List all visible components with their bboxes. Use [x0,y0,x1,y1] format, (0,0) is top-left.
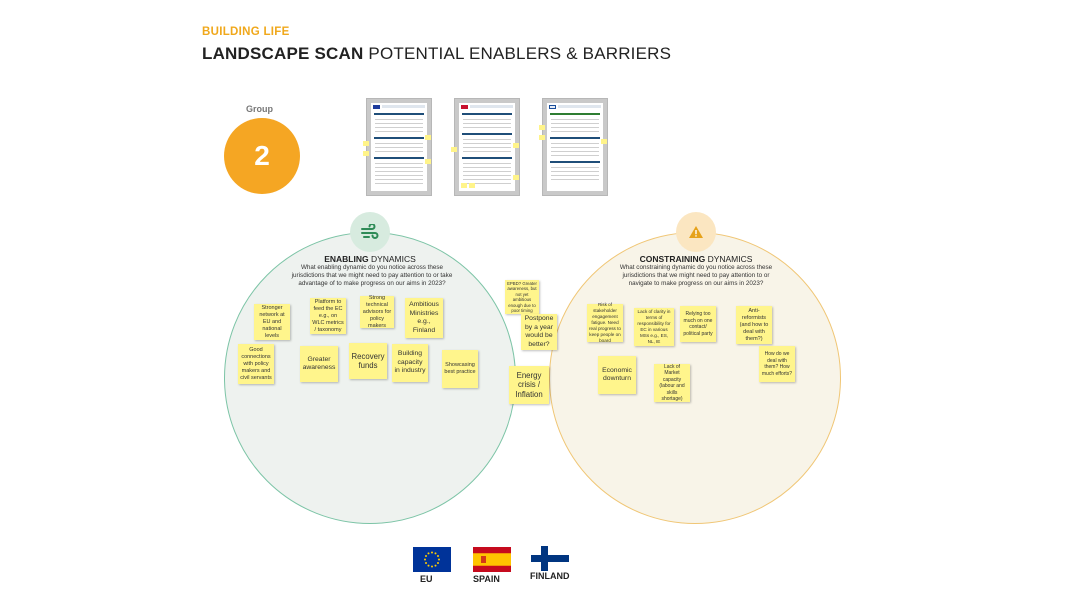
eu-doc-flag-icon [373,105,380,109]
constraining-dynamics-question: What constraining dynamic do you notice … [619,264,773,287]
enabling-badge [350,212,390,252]
sticky-note[interactable]: Greater awareness [300,346,338,382]
spain-flag-label: SPAIN [473,574,500,584]
warning-triangle-icon [689,226,703,238]
group-number-badge: 2 [224,118,300,194]
sticky-note[interactable]: Postpone by a year would be better? [521,314,557,350]
page-title-bold: LANDSCAPE SCAN [202,44,364,63]
enabling-dynamics-title: ENABLING DYNAMICS [290,254,450,264]
spain-document-thumbnail[interactable] [451,98,520,196]
sticky-note[interactable]: Stronger network at EU and national leve… [254,304,290,340]
finland-flag-label: FINLAND [530,571,570,581]
finland-document-page [547,103,603,191]
eu-flag-label: EU [420,574,433,584]
sticky-note[interactable]: Building capacity in industry [392,344,428,382]
spain-flag-icon [473,547,511,572]
section-kicker: BUILDING LIFE [202,26,290,38]
sticky-note[interactable]: EPBD? Greater awareness, but not yet amb… [505,280,539,314]
sticky-note[interactable]: Economic downturn [598,356,636,394]
finland-flag-icon [531,546,569,571]
constraining-dynamics-title: CONSTRAINING DYNAMICS [616,254,776,264]
sticky-note[interactable]: How do we deal with them? How much effor… [759,346,795,382]
group-label: Group [246,104,273,114]
finland-document-thumbnail[interactable] [539,98,608,196]
sticky-note[interactable]: Risk of stakeholder engagement fatigue. … [587,302,623,343]
wind-arrows-icon [361,224,379,239]
sticky-note[interactable]: Relying too much on one contact/ politic… [680,306,716,342]
sticky-note[interactable]: Good connections with policy makers and … [238,344,274,384]
sticky-note[interactable]: Ambitious Ministries e.g., Finland [405,298,443,338]
spain-document-page [459,103,515,191]
enabling-dynamics-question: What enabling dynamic do you notice acro… [291,264,453,287]
enabling-title-bold: ENABLING [324,254,369,264]
sticky-note[interactable]: Showcasing best practice [442,350,478,388]
spain-doc-flag-icon [461,105,468,109]
sticky-note[interactable]: Lack of Market capacity (labour and skil… [654,364,690,402]
enabling-title-rest: DYNAMICS [368,254,416,264]
page-title: LANDSCAPE SCAN POTENTIAL ENABLERS & BARR… [202,44,671,64]
sticky-note[interactable]: Energy crisis / Inflation [509,366,549,404]
constraining-title-rest: DYNAMICS [705,254,753,264]
eu-document-page [371,103,427,191]
eu-document-thumbnail[interactable] [363,98,432,196]
sticky-note[interactable]: Recovery funds [349,343,387,379]
constraining-badge [676,212,716,252]
constraining-title-bold: CONSTRAINING [639,254,706,264]
page-title-rest: POTENTIAL ENABLERS & BARRIERS [363,44,672,63]
eu-flag-icon [413,547,451,572]
finland-doc-flag-icon [549,105,556,109]
sticky-note[interactable]: Anti-reformists (and how to deal with th… [736,306,772,344]
sticky-note[interactable]: Lack of clarity in terms of responsibili… [634,308,674,346]
sticky-note[interactable]: Platform to feed the EC e.g., on WLC met… [310,298,346,334]
sticky-note[interactable]: Strong technical advisors for policy mak… [360,295,394,329]
